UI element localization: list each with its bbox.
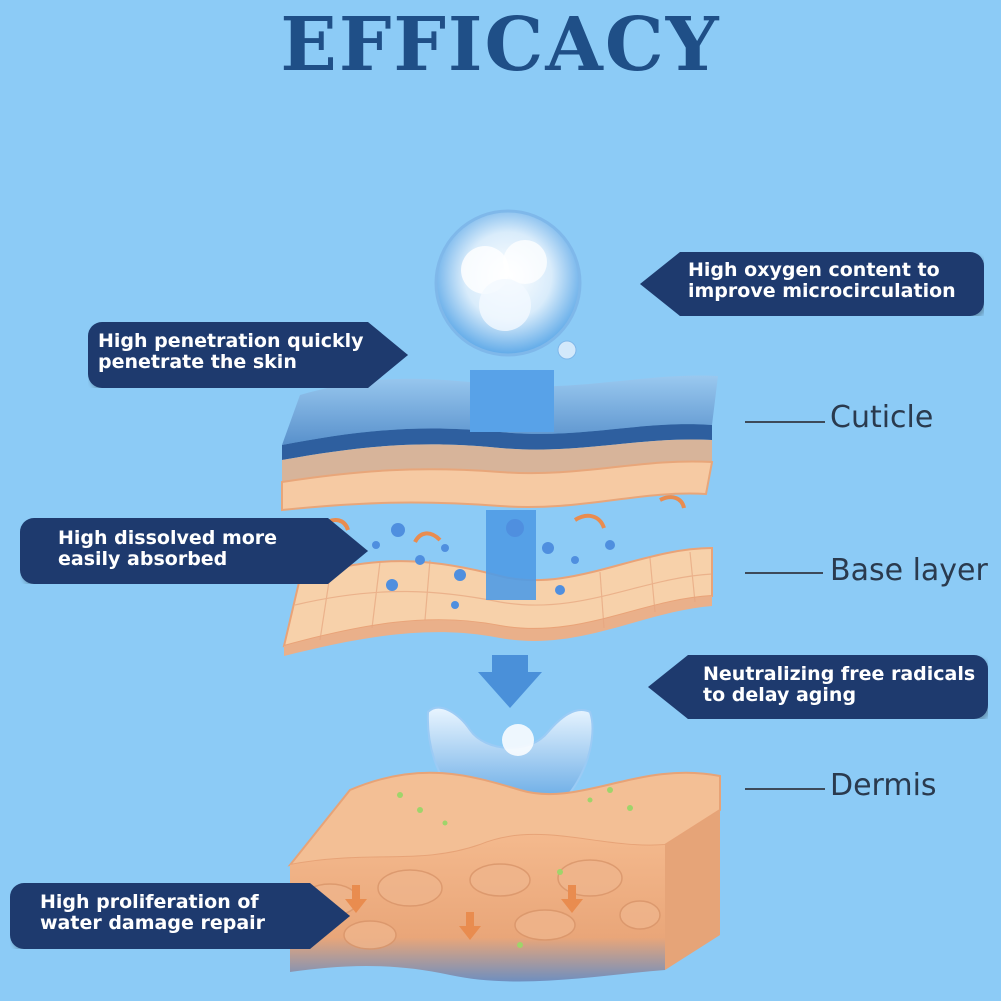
dermis-layer bbox=[287, 771, 721, 982]
cuticle-layer bbox=[281, 370, 718, 512]
callout-proliferation-line-1: High proliferation of bbox=[40, 891, 259, 913]
base-layer bbox=[282, 510, 713, 656]
callout-oxygen: High oxygen content to improve microcirc… bbox=[640, 252, 984, 316]
dermis-leader-line bbox=[745, 788, 825, 790]
callout-oxygen-line-2: improve microcirculation bbox=[688, 280, 956, 302]
layer-label-cuticle: Cuticle bbox=[830, 400, 934, 435]
dissolved-bubbles bbox=[372, 519, 615, 609]
callout-dissolved: High dissolved more easily absorbed bbox=[20, 518, 368, 584]
layer-label-dermis: Dermis bbox=[830, 768, 937, 803]
callout-penetration: High penetration quickly penetrate the s… bbox=[88, 322, 408, 388]
page-title: EFFICACY bbox=[280, 2, 721, 88]
layer-label-base: Base layer bbox=[830, 553, 988, 588]
callout-oxygen-line-1: High oxygen content to bbox=[688, 259, 940, 281]
callout-penetration-line-1: High penetration quickly bbox=[98, 330, 364, 352]
callout-dissolved-line-1: High dissolved more bbox=[58, 527, 278, 549]
base-leader-line bbox=[745, 572, 823, 574]
callout-proliferation-line-2: water damage repair bbox=[40, 912, 266, 934]
callout-proliferation: High proliferation of water damage repai… bbox=[10, 883, 350, 949]
down-arrow bbox=[478, 655, 542, 708]
callout-dissolved-line-2: easily absorbed bbox=[58, 548, 228, 570]
callout-radicals-line-2: to delay aging bbox=[703, 684, 857, 706]
cuticle-leader-line bbox=[745, 421, 825, 423]
callout-penetration-line-2: penetrate the skin bbox=[98, 351, 297, 373]
callout-radicals: Neutralizing free radicals to delay agin… bbox=[648, 655, 988, 719]
oxygen-sphere bbox=[434, 209, 582, 360]
callout-radicals-line-1: Neutralizing free radicals bbox=[703, 663, 976, 685]
